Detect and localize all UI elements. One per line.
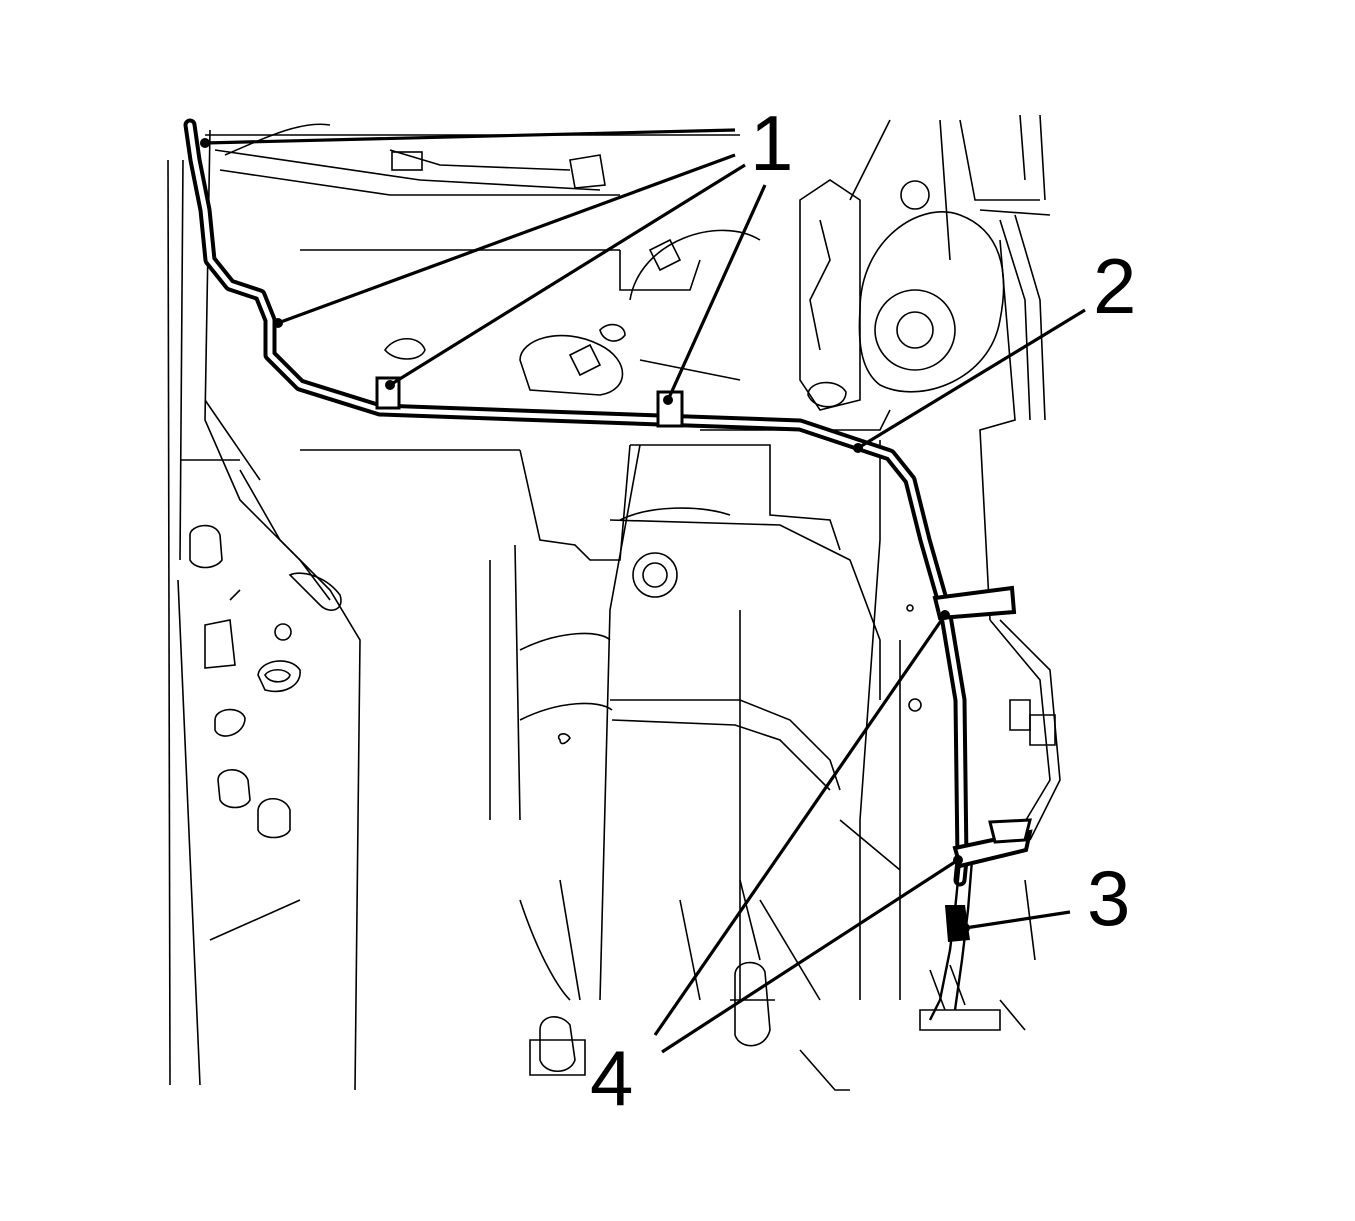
clip-5 [988, 818, 1032, 844]
body-structure-outlines [167, 114, 1061, 1091]
callout-3-label: 3 [1087, 854, 1130, 942]
clip-2 [656, 390, 684, 428]
callout-4-label: 4 [590, 1034, 633, 1122]
clip-3 [932, 585, 1017, 621]
leader-lines [200, 128, 1086, 1054]
callout-labels: 1 2 3 4 [590, 99, 1136, 1122]
callout-2-label: 2 [1093, 242, 1136, 330]
callout-1-label: 1 [750, 99, 793, 187]
pipe-clips [375, 376, 1033, 942]
